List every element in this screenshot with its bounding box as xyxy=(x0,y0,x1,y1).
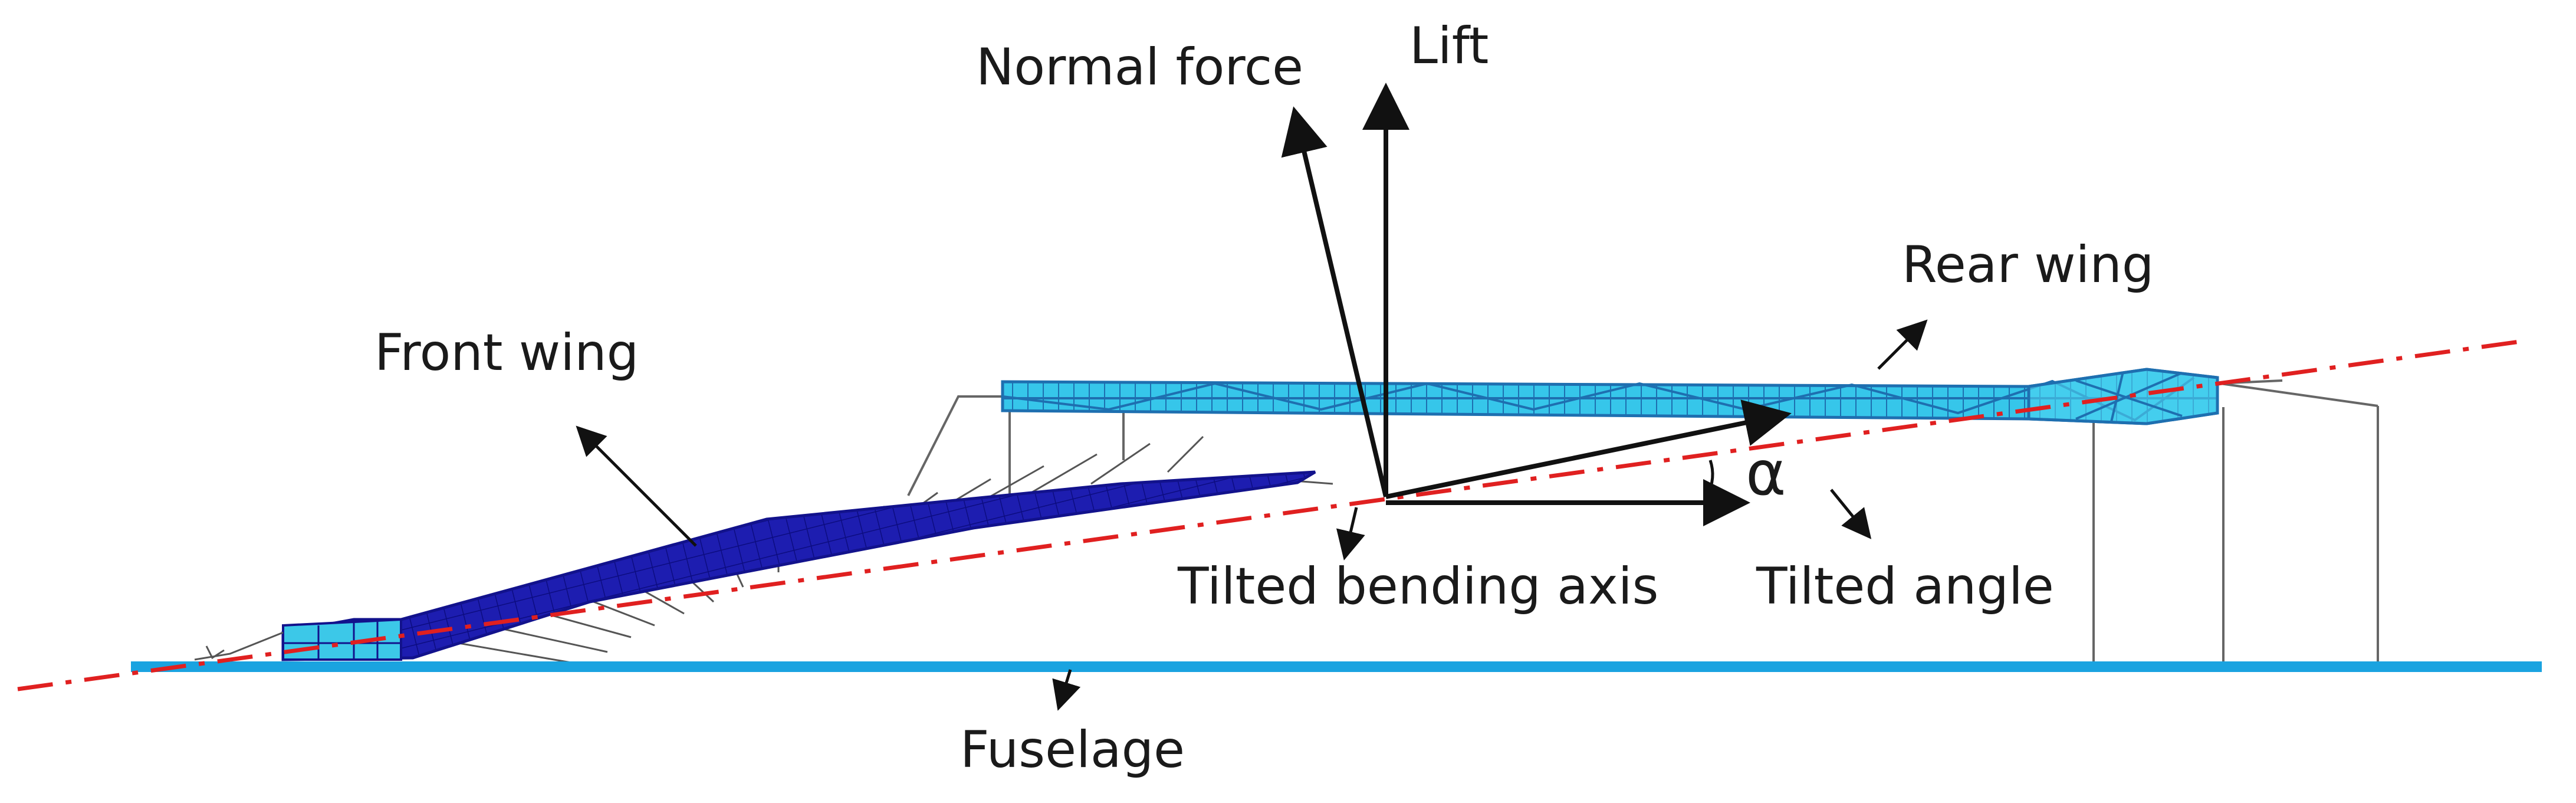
front-wing-ribs xyxy=(406,435,1333,665)
front-wing-leader xyxy=(576,425,697,547)
rear-wing-label: Rear wing xyxy=(1902,235,2154,294)
tilted-direction-arrow xyxy=(1385,399,1792,499)
bending-axis-leader xyxy=(1336,507,1365,561)
fuselage-leader xyxy=(1052,669,1081,711)
leader-arrows xyxy=(576,319,1928,711)
rear-wing-leader xyxy=(1877,319,1928,370)
lift-label: Lift xyxy=(1409,17,1489,76)
force-arrows xyxy=(1281,83,1792,526)
alpha-label: α xyxy=(1746,437,1786,509)
angle-arc xyxy=(1706,460,1714,497)
normal-force-label: Normal force xyxy=(976,38,1303,97)
normal-force-arrow xyxy=(1281,106,1388,497)
tilted-angle-leader xyxy=(1830,489,1872,539)
rear-wing-struts xyxy=(907,379,2379,666)
tilted-bending-axis-label: Tilted bending axis xyxy=(1177,557,1658,616)
front-wing xyxy=(194,470,1316,661)
front-wing-label: Front wing xyxy=(374,323,639,382)
rear-wing xyxy=(1001,368,2219,425)
tilted-bending-axis-line xyxy=(17,339,2525,691)
tilted-angle-label: Tilted angle xyxy=(1756,557,2054,616)
fuselage-label: Fuselage xyxy=(960,720,1185,779)
